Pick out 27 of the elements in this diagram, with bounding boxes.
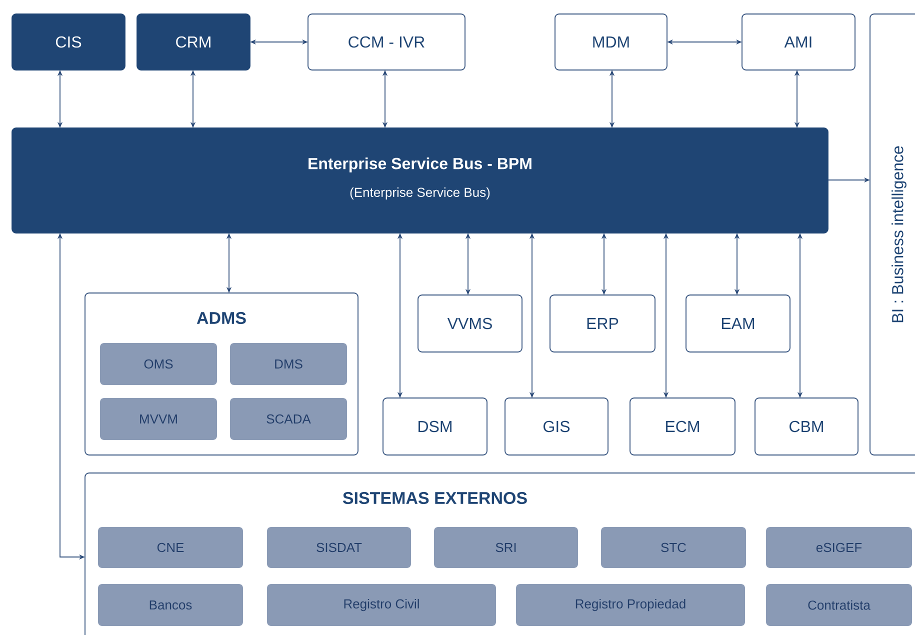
module-box: OMS: [100, 343, 217, 385]
module-box: SRI: [434, 527, 578, 568]
module-box: MVVM: [100, 398, 217, 440]
system-box: CBM: [754, 398, 858, 456]
system-box: DSM: [382, 398, 488, 456]
system-box: ECM: [630, 398, 736, 456]
bus-bar: Enterprise Service Bus - BPM (Enterprise Service Bus): [12, 128, 828, 234]
system-box: EAM: [686, 294, 790, 352]
side-panel: BI : Business intelligence: [870, 14, 915, 456]
system-box: CRM: [136, 14, 250, 70]
system-box: CCM - IVR: [308, 14, 466, 70]
module-box: Bancos: [98, 584, 243, 626]
module-box: eSIGEF: [766, 527, 912, 568]
module-box: Contratista: [766, 584, 912, 626]
module-box: SCADA: [230, 398, 347, 440]
system-box: AMI: [742, 14, 856, 70]
module-box: SISDAT: [267, 527, 411, 568]
system-box: ERP: [550, 294, 656, 352]
system-box: CIS: [12, 14, 126, 70]
module-box: Registro Civil: [267, 584, 496, 626]
module-box: DMS: [230, 343, 347, 385]
module-box: STC: [601, 527, 746, 568]
system-box: VVMS: [418, 294, 522, 352]
system-box: MDM: [554, 14, 668, 70]
module-box: CNE: [98, 527, 243, 568]
module-box: Registro Propiedad: [516, 584, 745, 626]
system-box: GIS: [504, 398, 608, 456]
